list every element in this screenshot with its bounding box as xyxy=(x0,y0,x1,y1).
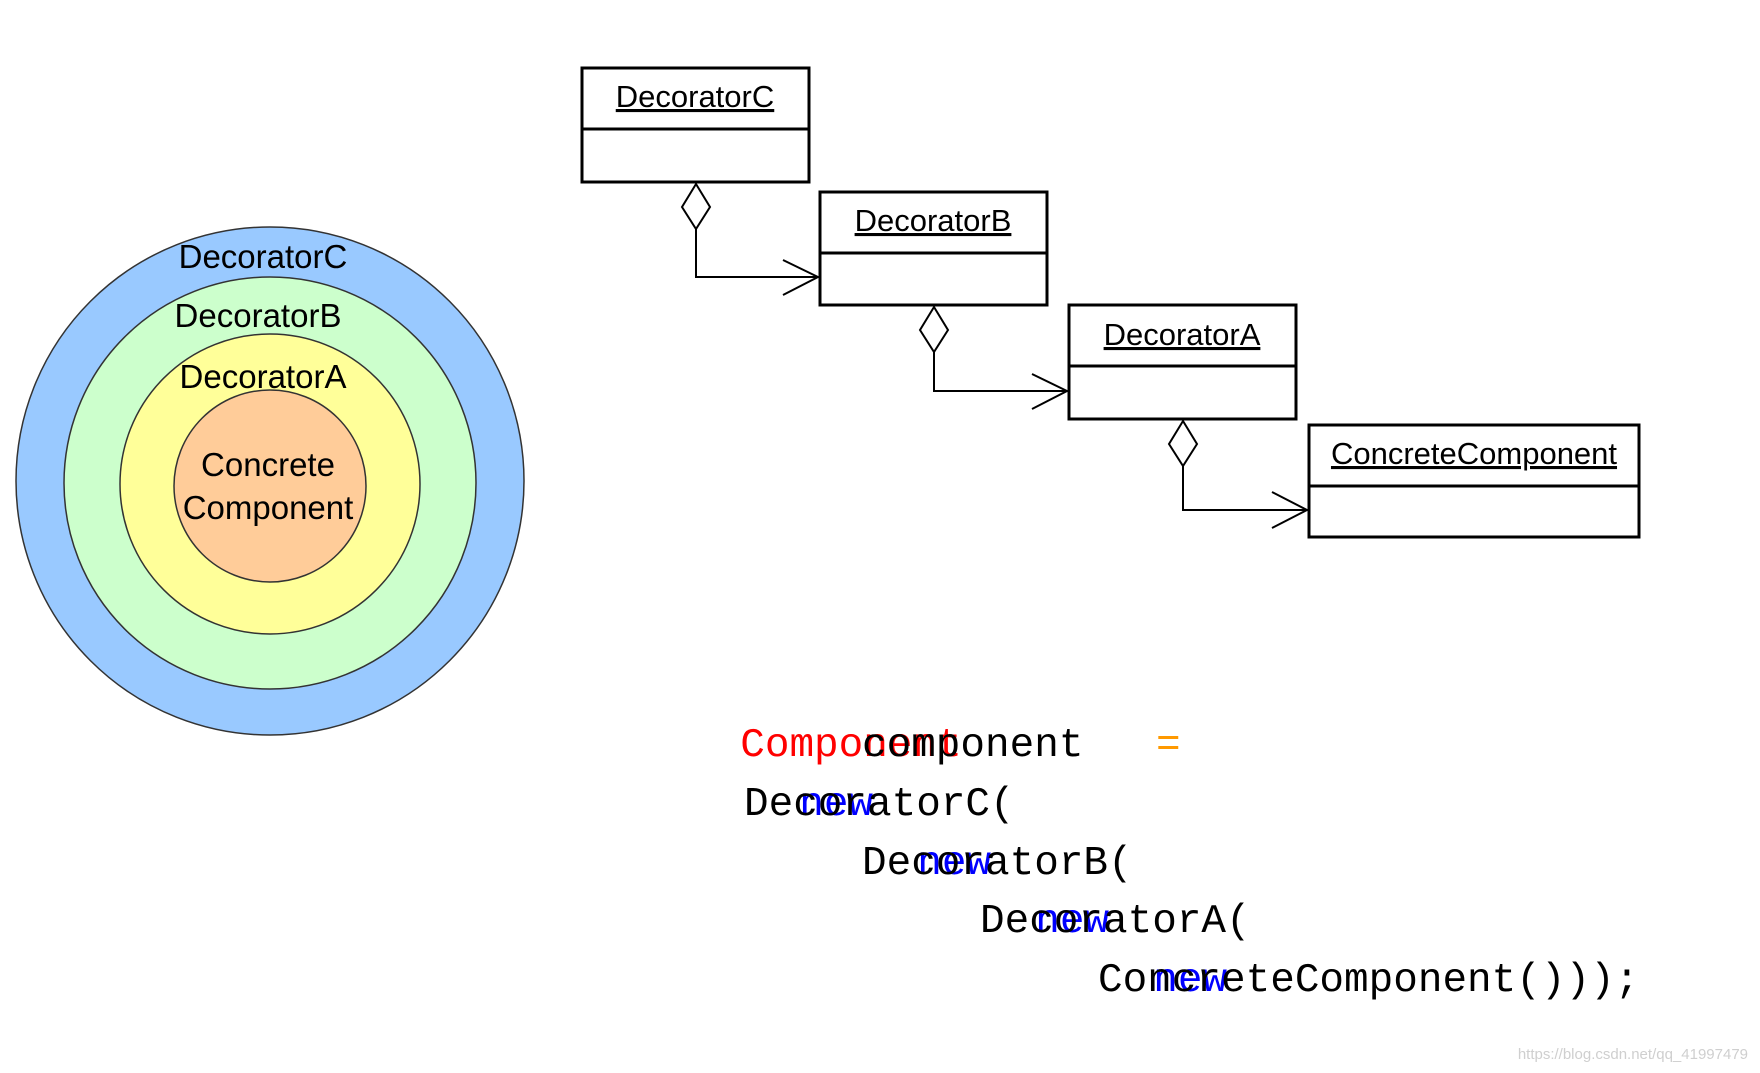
ring-label-decorator-a: DecoratorA xyxy=(180,358,347,395)
ring-label-decorator-b: DecoratorB xyxy=(175,297,342,334)
code-line-4: new DecoratorA( xyxy=(863,899,1374,945)
code-call: DecoratorB( xyxy=(862,841,1133,887)
code-keyword: new xyxy=(799,782,873,828)
core-label-line1: Concrete xyxy=(201,446,335,483)
uml-class-decorator-c: DecoratorC xyxy=(580,66,811,184)
aggregation-diamond-icon xyxy=(1167,419,1199,468)
nested-circles: DecoratorC DecoratorB DecoratorA Concret… xyxy=(15,226,525,736)
uml-diagram: DecoratorC DecoratorB DecoratorA Concret… xyxy=(580,66,1641,539)
uml-class-decorator-b: DecoratorB xyxy=(818,190,1049,307)
code-keyword: new xyxy=(1153,958,1227,1004)
code-type: Component xyxy=(740,723,961,769)
aggregation-diamond-icon xyxy=(918,305,950,354)
code-line-1: Component component = xyxy=(568,723,1304,769)
code-line-3: new DecoratorB( xyxy=(745,841,1256,887)
open-arrowhead-icon xyxy=(782,259,821,296)
class-name-concrete-component: ConcreteComponent xyxy=(1331,436,1617,471)
aggregation-c-to-b xyxy=(680,182,821,296)
open-arrowhead-icon xyxy=(1031,373,1070,410)
code-call: DecoratorC( xyxy=(744,782,1015,828)
code-operator: = xyxy=(1156,723,1181,769)
uml-class-decorator-a: DecoratorA xyxy=(1067,303,1298,421)
code-keyword: new xyxy=(917,841,991,887)
watermark: https://blog.csdn.net/qq_41997479 xyxy=(1518,1046,1748,1063)
aggregation-diamond-icon xyxy=(680,182,712,231)
core-concrete-component xyxy=(173,389,367,583)
code-keyword: new xyxy=(1035,899,1109,945)
class-name-decorator-c: DecoratorC xyxy=(616,79,775,114)
core-label-line2: Component xyxy=(183,489,354,526)
aggregation-b-to-a xyxy=(918,305,1070,410)
ring-label-decorator-c: DecoratorC xyxy=(179,238,348,275)
aggregation-a-to-concrete xyxy=(1167,419,1310,529)
code-call: DecoratorA( xyxy=(980,899,1251,945)
open-arrowhead-icon xyxy=(1271,491,1310,529)
uml-class-concrete-component: ConcreteComponent xyxy=(1307,423,1641,539)
code-call: ConcreteComponent())); xyxy=(1098,958,1639,1004)
code-variable: component xyxy=(862,723,1083,769)
class-name-decorator-b: DecoratorB xyxy=(855,203,1012,238)
code-snippet: Component component = new DecoratorC( ne… xyxy=(568,723,1760,1004)
code-line-5: new ConcreteComponent())); xyxy=(981,958,1760,1004)
code-line-2: new DecoratorC( xyxy=(627,782,1138,828)
class-name-decorator-a: DecoratorA xyxy=(1104,317,1261,352)
